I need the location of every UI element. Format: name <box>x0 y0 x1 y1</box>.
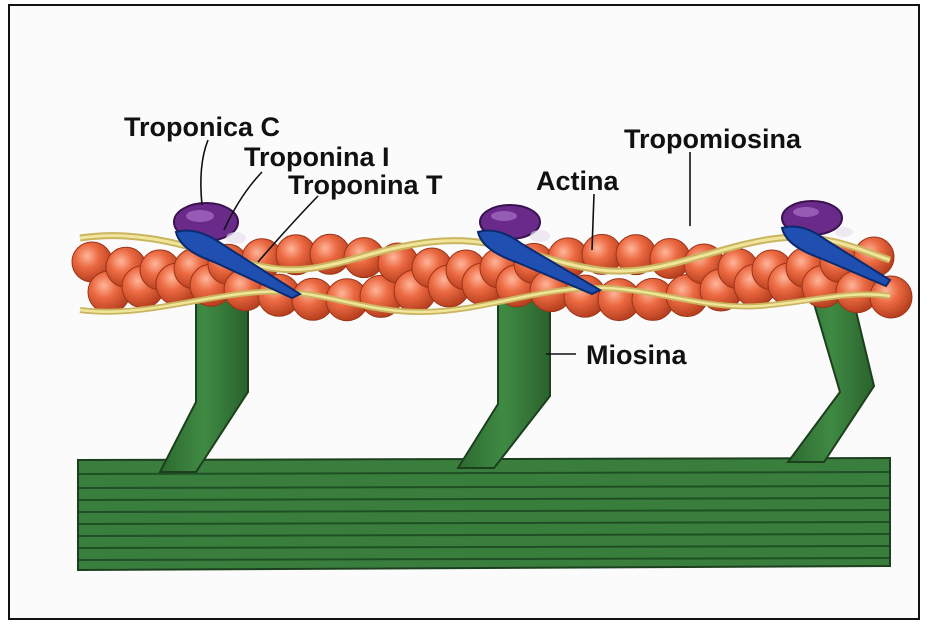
myosin-head-1 <box>160 293 248 472</box>
label-troponin-c: Troponica C <box>124 112 280 142</box>
label-troponin-t: Troponina T <box>288 170 443 200</box>
label-miosina: Miosina <box>586 340 687 370</box>
leader-troponin-c <box>201 140 208 205</box>
label-actina: Actina <box>536 166 620 196</box>
label-troponin-i: Troponina I <box>244 142 390 172</box>
myosin-head-2 <box>458 295 550 468</box>
myosin-filament <box>78 458 890 570</box>
label-tropomiosina: Tropomiosina <box>624 124 802 154</box>
